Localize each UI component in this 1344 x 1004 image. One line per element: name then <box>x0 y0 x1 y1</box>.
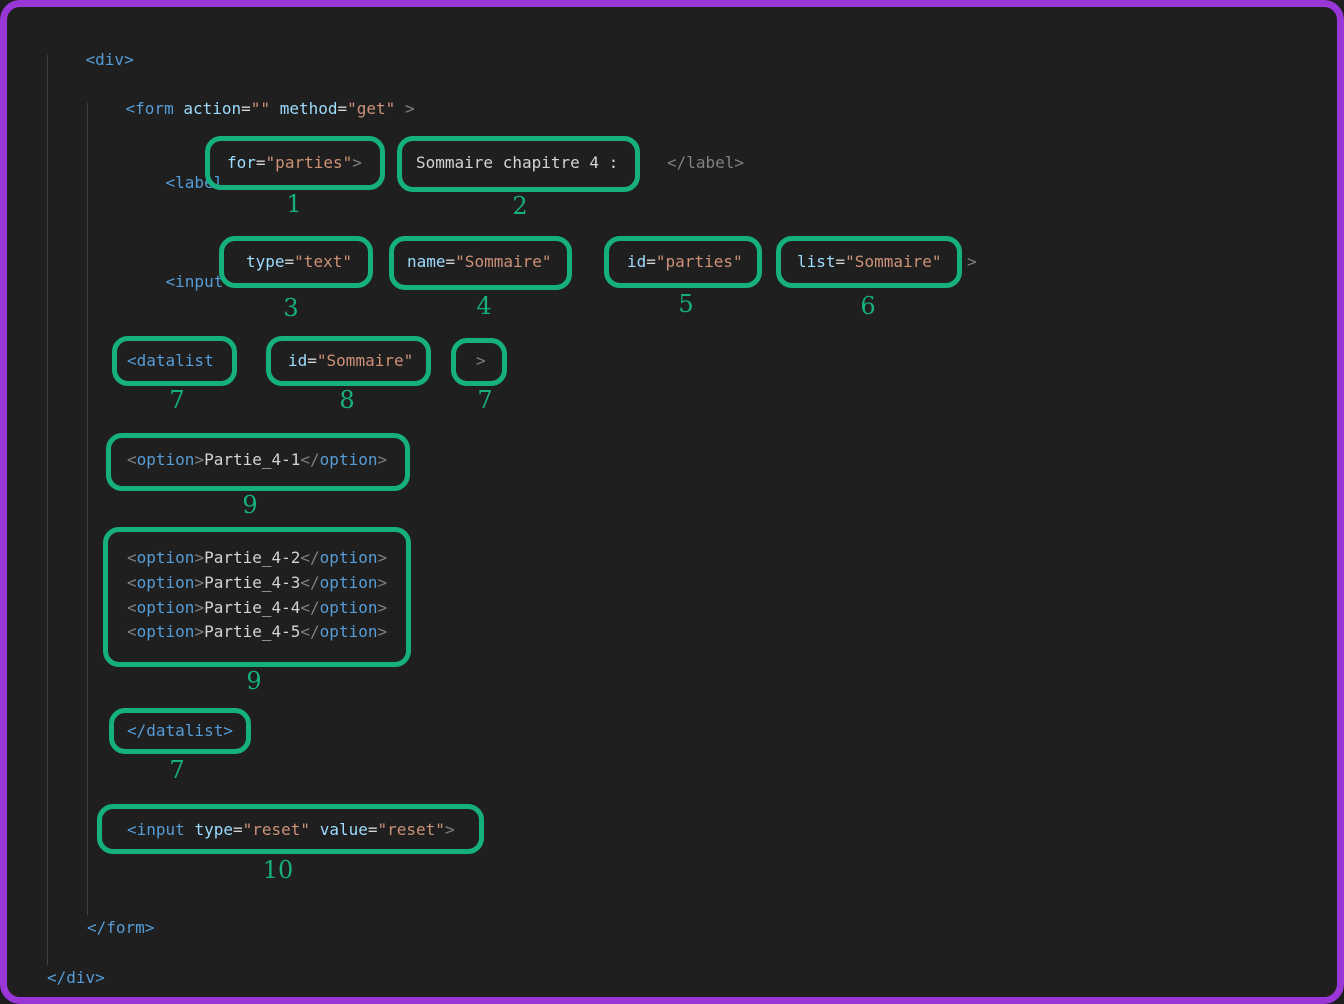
annotation-number-9b: 9 <box>246 667 262 695</box>
highlight-box-9a <box>106 433 410 491</box>
highlight-box-5 <box>604 236 762 288</box>
annotation-number-6: 6 <box>860 292 876 320</box>
annotation-number-1: 1 <box>286 190 302 218</box>
annotation-number-7b: 7 <box>477 386 493 414</box>
annotation-number-2: 2 <box>512 192 528 220</box>
annotation-number-8: 8 <box>339 386 355 414</box>
annotation-number-7a: 7 <box>169 386 185 414</box>
option-line: <option>Partie_4-3</option> <box>127 573 388 592</box>
div-close-tag: </div> <box>47 968 105 987</box>
highlight-box-7c <box>109 708 251 754</box>
highlight-box-7a <box>112 336 237 386</box>
label-close-tag: </label> <box>667 153 745 172</box>
code-line-form-open: <form action="" method="get" > <box>125 99 415 118</box>
annotation-number-7c: 7 <box>169 756 185 784</box>
highlight-box-7b <box>451 338 507 386</box>
input-name-attribute: name="Sommaire" <box>407 252 552 271</box>
code-line-div-open: <div> <box>47 30 134 90</box>
option-line: <option>Partie_4-1</option> <box>127 450 388 469</box>
highlight-box-8 <box>266 336 431 386</box>
highlight-box-9b <box>103 527 411 667</box>
input-type-attribute: type="text" <box>246 252 352 271</box>
annotation-number-5: 5 <box>678 290 694 318</box>
input-id-attribute: id="parties" <box>627 252 743 271</box>
div-open-tag: <div> <box>85 50 134 69</box>
label-text: Sommaire chapitre 4 : <box>416 153 619 172</box>
annotation-number-10: 10 <box>262 856 294 884</box>
indent-guide-form <box>87 103 88 915</box>
form-close-tag: </form> <box>87 918 155 937</box>
highlight-box-2 <box>397 136 640 192</box>
code-line-input: <input <box>127 252 224 312</box>
datalist-id-attribute: id="Sommaire" <box>288 351 414 370</box>
input-open-tag: <input <box>165 272 224 291</box>
input-close-bracket: > <box>967 252 977 271</box>
annotation-number-4: 4 <box>476 292 492 320</box>
datalist-open-tag: <datalist <box>127 351 214 370</box>
indent-guide-div <box>47 55 48 965</box>
highlight-box-6 <box>776 236 962 288</box>
form-open-tag: <form <box>125 99 174 118</box>
option-line: <option>Partie_4-5</option> <box>127 622 388 641</box>
code-line-reset-input: <input type="reset" value="reset"> <box>127 820 455 839</box>
annotation-number-3: 3 <box>283 294 299 322</box>
option-line: <option>Partie_4-4</option> <box>127 598 388 617</box>
highlight-box-10 <box>97 804 484 854</box>
label-for-attribute: for="parties"> <box>227 153 362 172</box>
datalist-close-bracket: > <box>476 351 486 370</box>
datalist-close-tag: </datalist> <box>127 721 233 740</box>
highlight-box-3 <box>219 236 373 288</box>
option-line: <option>Partie_4-2</option> <box>127 548 388 567</box>
annotation-number-9a: 9 <box>242 491 258 519</box>
input-list-attribute: list="Sommaire" <box>797 252 942 271</box>
highlight-box-1 <box>205 136 385 190</box>
highlight-box-4 <box>389 236 572 290</box>
